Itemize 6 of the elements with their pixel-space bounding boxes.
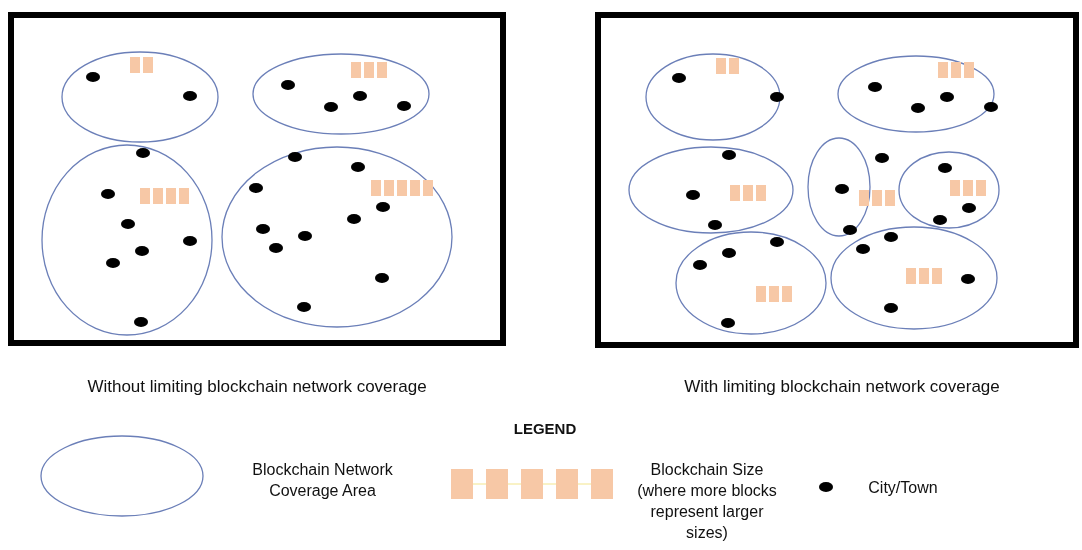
panel-caption: Without limiting blockchain network coverage xyxy=(86,377,428,397)
legend-label: Blockchain Network Coverage Area xyxy=(251,460,394,501)
legend-label: Blockchain Size (where more blocks represent larger sizes) xyxy=(636,460,778,543)
legend-label: City/Town xyxy=(867,478,939,498)
legend-title: LEGEND xyxy=(512,420,578,437)
panel-caption: With limiting blockchain network coverage xyxy=(683,377,1001,397)
